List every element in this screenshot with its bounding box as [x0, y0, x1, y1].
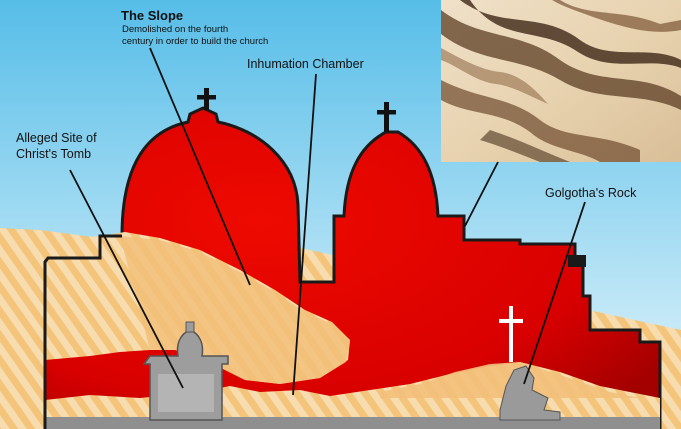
tomb-label-line2: Christ's Tomb	[16, 147, 91, 162]
tomb-label-line1: Alleged Site of	[16, 131, 97, 146]
slope-title: The Slope	[121, 8, 183, 23]
slope-note-line1: Demolished on the fourth	[122, 24, 228, 35]
rock-photo-inset	[441, 0, 681, 162]
right-annex-roof	[568, 255, 586, 267]
floor-slab	[45, 417, 660, 429]
inhumation-chamber-label: Inhumation Chamber	[247, 57, 364, 72]
slope-note-line2: century in order to build the church	[122, 36, 268, 47]
golgotha-label: Golgotha's Rock	[545, 186, 636, 201]
